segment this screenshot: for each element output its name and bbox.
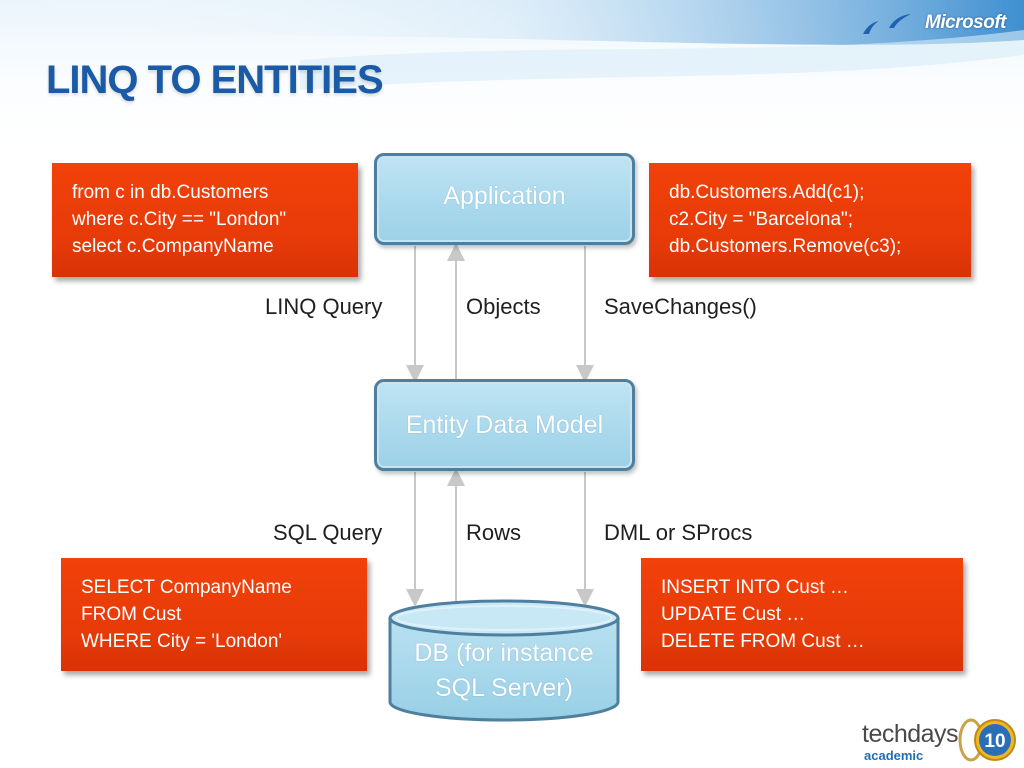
label-linq-query: LINQ Query bbox=[265, 294, 383, 319]
badge-number: 10 bbox=[984, 731, 1005, 752]
badge-10-icon: 10 bbox=[958, 718, 1016, 762]
database-label: DB (for instance SQL Server) bbox=[390, 636, 618, 706]
code-line: INSERT INTO Cust … bbox=[661, 577, 849, 598]
code-line: WHERE City = 'London' bbox=[81, 631, 283, 652]
code-line: from c in db.Customers bbox=[72, 182, 269, 203]
techdays-brand: techdays bbox=[862, 720, 959, 748]
label-rows: Rows bbox=[466, 520, 522, 545]
application-node: Application bbox=[374, 153, 635, 245]
label-dml-sprocs: DML or SProcs bbox=[604, 520, 753, 545]
brand-name: Microsoft bbox=[925, 12, 1007, 33]
code-line: db.Customers.Add(c1); bbox=[669, 182, 865, 203]
database-label-line: SQL Server) bbox=[434, 674, 573, 702]
techdays-sub: academic bbox=[864, 748, 924, 763]
save-changes-code-box: db.Customers.Add(c1); c2.City = "Barcelo… bbox=[649, 163, 971, 277]
code-line: c2.City = "Barcelona"; bbox=[669, 209, 854, 230]
label-save-changes: SaveChanges() bbox=[604, 294, 757, 319]
code-line: DELETE FROM Cust … bbox=[661, 631, 865, 652]
label-objects: Objects bbox=[466, 294, 541, 319]
header-background bbox=[0, 0, 1024, 160]
application-label: Application bbox=[443, 181, 566, 210]
microsoft-logo: Microsoft bbox=[859, 8, 1007, 38]
database-label-line: DB (for instance bbox=[414, 639, 594, 667]
entity-data-model-label: Entity Data Model bbox=[405, 410, 604, 439]
code-line: SELECT CompanyName bbox=[81, 577, 292, 598]
techdays-logo: techdays academic 10 bbox=[862, 716, 1020, 766]
bird-icon bbox=[863, 14, 911, 34]
label-sql-query: SQL Query bbox=[273, 520, 383, 545]
code-line: FROM Cust bbox=[81, 604, 182, 625]
database-cylinder bbox=[388, 599, 620, 722]
sql-query-code-box: SELECT CompanyName FROM Cust WHERE City … bbox=[61, 558, 367, 671]
code-line: db.Customers.Remove(c3); bbox=[669, 236, 902, 257]
dml-code-box: INSERT INTO Cust … UPDATE Cust … DELETE … bbox=[641, 558, 963, 671]
code-line: where c.City == "London" bbox=[72, 209, 287, 230]
code-line: select c.CompanyName bbox=[72, 236, 274, 257]
entity-data-model-node: Entity Data Model bbox=[374, 379, 635, 471]
slide-title: LINQ TO ENTITIES bbox=[46, 58, 384, 102]
code-line: UPDATE Cust … bbox=[661, 604, 806, 625]
linq-query-code-box: from c in db.Customers where c.City == "… bbox=[52, 163, 358, 277]
